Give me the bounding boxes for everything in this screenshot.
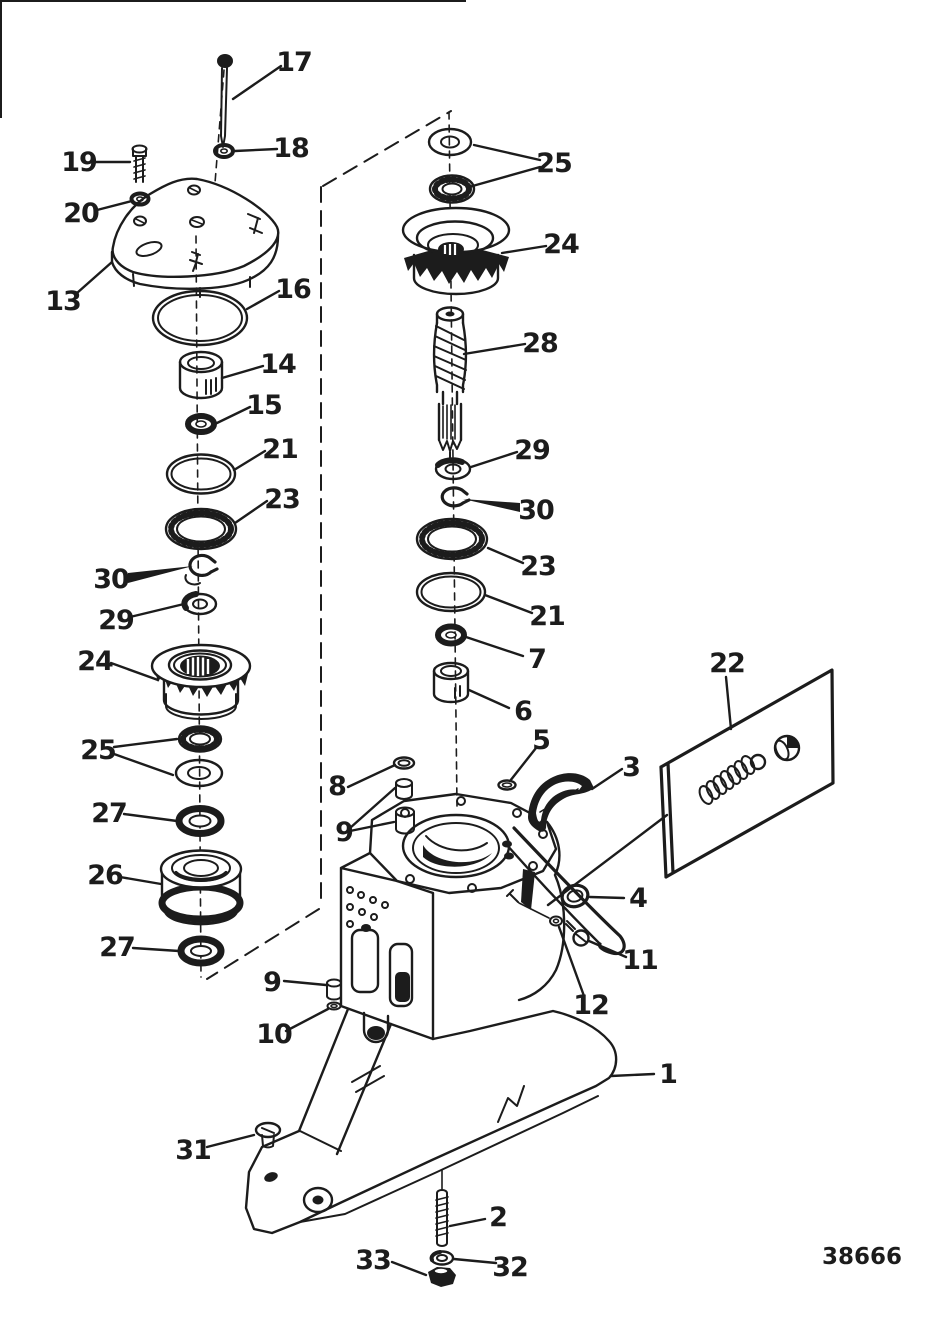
part-5-ring (497, 779, 517, 791)
callout-6: 6 (514, 696, 532, 727)
part-31-plug (254, 1121, 282, 1149)
part-1-housing (244, 792, 626, 1235)
part-24-gear-left (150, 643, 252, 720)
part-2-stud (435, 1189, 449, 1247)
callout-19: 19 (61, 147, 97, 178)
part-26-bearing (158, 849, 244, 926)
part-24-gear-right (401, 206, 511, 296)
callout-11: 11 (622, 945, 658, 976)
part-25-washer-left (174, 758, 224, 788)
callout-29-left: 29 (98, 605, 134, 636)
part-7-seal (435, 623, 467, 647)
callout-33: 33 (355, 1245, 391, 1276)
part-23-race-right (415, 517, 489, 561)
callout-26: 26 (87, 860, 123, 891)
part-27-seal-upper (175, 805, 225, 837)
part-25-washer-right (427, 127, 473, 157)
callout-23-right: 23 (520, 551, 556, 582)
part-32-washer (429, 1250, 455, 1266)
callout-9-top: 9 (335, 817, 353, 848)
callout-numbers: 17 18 19 20 13 16 14 15 21 23 30 29 24 2… (45, 47, 746, 1283)
face-holes (346, 886, 389, 928)
callout-8: 8 (328, 771, 346, 802)
callout-18: 18 (273, 133, 309, 164)
part-13-cover (110, 177, 280, 298)
part-29-washer-right (434, 457, 472, 481)
callout-30-left: 30 (93, 564, 129, 595)
callout-31: 31 (175, 1135, 211, 1166)
callout-24-right: 24 (543, 229, 579, 260)
part-12-washer (506, 889, 563, 927)
part-18-washer (213, 143, 235, 159)
part-25-thrust-bearing-left (177, 725, 223, 753)
callout-12: 12 (573, 990, 609, 1021)
detent-plug (773, 734, 801, 762)
drawing-number: 38666 (822, 1244, 902, 1270)
page-edge (0, 0, 466, 118)
callout-16: 16 (275, 274, 311, 305)
callout-13: 13 (45, 286, 81, 317)
part-21-oring-right (415, 571, 487, 613)
callout-1: 1 (659, 1059, 677, 1090)
callout-21-right: 21 (529, 601, 565, 632)
callout-3: 3 (622, 752, 640, 783)
part-33-nut (428, 1267, 456, 1287)
part-28-shaft (432, 306, 468, 459)
part-15-seal (185, 413, 217, 435)
part-8-ring (392, 756, 416, 770)
callout-20: 20 (63, 198, 99, 229)
callout-15: 15 (246, 390, 282, 421)
callout-5: 5 (532, 725, 550, 756)
part-25-thrust-bearing-right (428, 174, 476, 204)
callout-14: 14 (260, 349, 296, 380)
part-29-washer-left (181, 591, 218, 616)
callout-25-left: 25 (80, 735, 116, 766)
callout-27-upper: 27 (91, 798, 127, 829)
callout-17: 17 (276, 47, 312, 78)
part-4-ring (560, 883, 590, 909)
part-23-race-left (164, 507, 238, 551)
part-3-wedge (528, 773, 594, 832)
callout-32: 32 (492, 1252, 528, 1283)
callout-21-left: 21 (262, 434, 298, 465)
part-10-ring (326, 1001, 342, 1011)
callout-10: 10 (256, 1019, 292, 1050)
detent-ball (749, 753, 767, 771)
callout-30-right: 30 (518, 495, 554, 526)
callout-27-lower: 27 (99, 932, 135, 963)
part-20-washer (129, 191, 151, 207)
callout-2: 2 (489, 1202, 507, 1233)
callout-29-right: 29 (514, 435, 550, 466)
callout-23-left: 23 (264, 484, 300, 515)
callout-7: 7 (528, 644, 546, 675)
callout-22: 22 (709, 648, 745, 679)
detent-spring (698, 755, 756, 805)
callout-28: 28 (522, 328, 558, 359)
flange-holes (400, 796, 548, 893)
part-9-pin-bottom (326, 978, 342, 1001)
part-14-bushing (178, 350, 224, 400)
part-19-screw (131, 144, 148, 183)
part-22-detent-kit-panel (546, 668, 835, 907)
part-11-screw (565, 920, 590, 947)
part-27-seal-lower (177, 935, 225, 967)
part-6-bushing (432, 661, 470, 704)
part-16-oring (151, 289, 249, 347)
part-30-clip-right (440, 486, 471, 508)
callout-24-left: 24 (77, 646, 113, 677)
callout-4: 4 (629, 883, 647, 914)
callout-25-right: 25 (536, 148, 572, 179)
leader-lines (75, 64, 733, 1277)
callout-9-bottom: 9 (263, 967, 281, 998)
part-17-screw (217, 54, 233, 148)
part-21-oring-left (165, 453, 237, 495)
part-9-pins-top (395, 778, 415, 835)
part-30-clip-left (184, 553, 219, 586)
